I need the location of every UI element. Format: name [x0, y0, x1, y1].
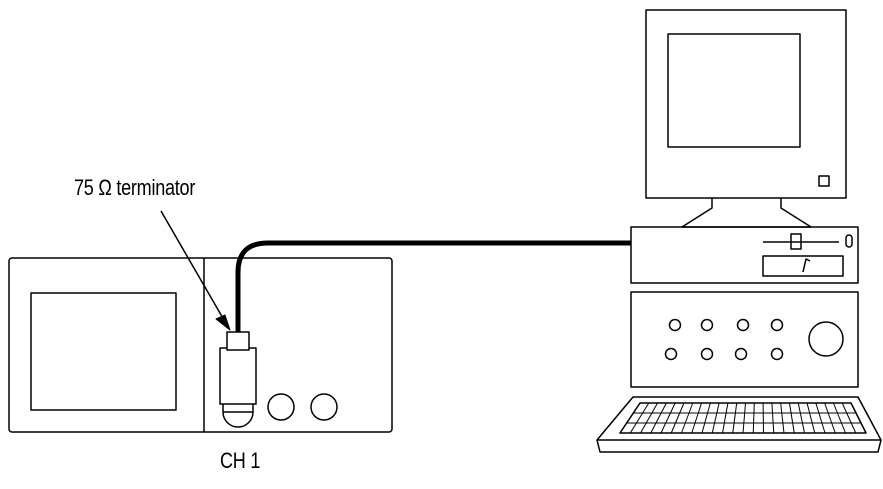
- monitor-bezel: [645, 9, 847, 199]
- system-unit: [630, 226, 859, 284]
- oscilloscope: [8, 257, 393, 433]
- panel-button[interactable]: [734, 347, 748, 361]
- ch1-connector: [219, 331, 257, 428]
- terminator-pointer: [160, 210, 231, 331]
- control-panel-case: [630, 291, 859, 388]
- monitor-power-button[interactable]: [818, 175, 830, 187]
- oscilloscope-body: [8, 257, 393, 433]
- panel-button[interactable]: [736, 318, 750, 332]
- panel-button[interactable]: [700, 347, 714, 361]
- ch1-bnc-jack: [222, 402, 254, 428]
- ch1-label: CH 1: [220, 448, 261, 473]
- drive-bay: [762, 255, 844, 277]
- terminator-body: [219, 347, 257, 405]
- drive-latch: [802, 258, 811, 273]
- control-panel: [630, 291, 859, 388]
- computer-monitor: [645, 9, 847, 228]
- panel-dial[interactable]: [808, 321, 844, 357]
- monitor-stand: [681, 198, 812, 228]
- panel-button[interactable]: [770, 347, 784, 361]
- monitor-screen: [667, 33, 801, 148]
- system-unit-case: [630, 226, 859, 284]
- floppy-eject-button[interactable]: [790, 233, 802, 250]
- keyboard-keys[interactable]: [626, 402, 861, 434]
- keyboard-front-edge: [596, 439, 882, 453]
- video-cable: [235, 240, 631, 332]
- terminator-label: 75 Ω terminator: [74, 175, 196, 200]
- terminator-collar: [226, 331, 250, 351]
- panel-button[interactable]: [664, 347, 678, 361]
- panel-button[interactable]: [770, 318, 784, 332]
- oscilloscope-knob-2[interactable]: [310, 393, 338, 421]
- keyboard[interactable]: [596, 396, 882, 453]
- panel-button[interactable]: [700, 318, 714, 332]
- drive-led: [845, 234, 853, 248]
- panel-button[interactable]: [668, 318, 682, 332]
- oscilloscope-screen: [30, 292, 177, 411]
- oscilloscope-knob-1[interactable]: [267, 393, 295, 421]
